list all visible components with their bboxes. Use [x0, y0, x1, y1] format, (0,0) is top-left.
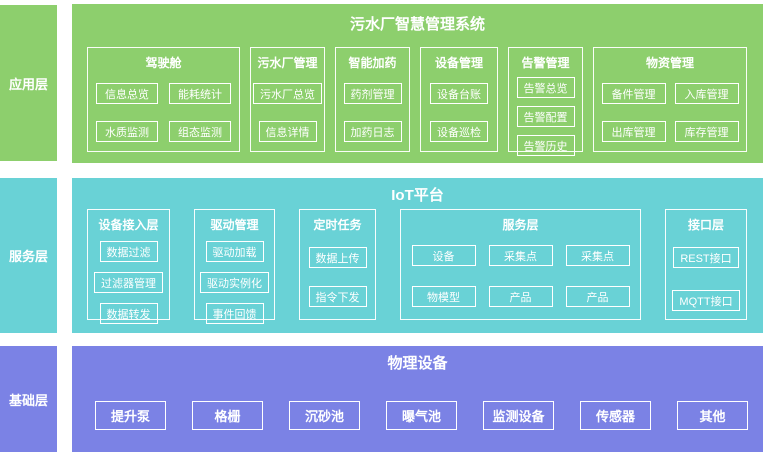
item-scada-monitor: 组态监测 [169, 121, 231, 142]
item-grit-chamber: 沉砂池 [289, 401, 360, 430]
item-data-forwarding: 数据转发 [99, 303, 158, 324]
group-items: 污水厂总览 信息详情 [253, 83, 322, 142]
item-data-upload: 数据上传 [308, 247, 367, 268]
group-plant-management: 污水厂管理 污水厂总览 信息详情 [250, 47, 325, 152]
group-title-driver-management: 驱动管理 [210, 218, 259, 232]
group-items: REST接口 MQTT接口 [672, 247, 740, 311]
service-groups-row: 设备接入层 数据过滤 过滤器管理 数据转发 驱动管理 驱动加载 驱动实例化 事件… [87, 209, 747, 324]
item-aeration-tank: 曝气池 [386, 401, 457, 430]
sidebar-label-application-layer: 应用层 [0, 5, 57, 161]
item-monitoring-equipment: 监测设备 [483, 401, 554, 430]
group-title-plant-management: 污水厂管理 [257, 56, 318, 70]
item-water-quality-monitor: 水质监测 [96, 121, 158, 142]
panel-title-smart-management-system: 污水厂智慧管理系统 [349, 16, 485, 33]
group-items: 信息总览 能耗统计 水质监测 组态监测 [96, 83, 231, 142]
group-title-device-management: 设备管理 [434, 56, 483, 70]
item-alarm-history: 告警历史 [516, 135, 575, 156]
item-driver-loading: 驱动加载 [205, 241, 264, 262]
panel-iot-platform: IoT平台 设备接入层 数据过滤 过滤器管理 数据转发 驱动管理 驱动加载 驱动… [72, 178, 763, 333]
group-smart-dosing: 智能加药 药剂管理 加药日志 [335, 47, 410, 152]
item-info-detail: 信息详情 [258, 121, 317, 142]
item-grille: 格栅 [192, 401, 263, 430]
item-device: 设备 [411, 245, 476, 266]
group-title-interface-layer: 接口层 [687, 218, 724, 232]
group-material-management: 物资管理 备件管理 入库管理 出库管理 库存管理 [593, 47, 747, 152]
item-event-feedback: 事件回馈 [205, 303, 264, 324]
item-outbound-management: 出库管理 [601, 121, 666, 142]
group-items: 设备 采集点 采集点 物模型 产品 产品 [411, 245, 630, 307]
group-driver-management: 驱动管理 驱动加载 驱动实例化 事件回馈 [194, 209, 275, 324]
item-thing-model: 物模型 [411, 286, 476, 307]
item-device-ledger: 设备台账 [430, 83, 488, 104]
group-title-service-sublayer: 服务层 [502, 218, 539, 232]
item-dosing-log: 加药日志 [343, 121, 402, 142]
panel-title-iot-platform: IoT平台 [391, 187, 444, 204]
item-lift-pump: 提升泵 [95, 401, 166, 430]
item-sensor: 传感器 [580, 401, 651, 430]
item-product: 产品 [565, 286, 630, 307]
group-items: 备件管理 入库管理 出库管理 库存管理 [601, 83, 739, 142]
item-collection-point: 采集点 [488, 245, 553, 266]
group-device-management: 设备管理 设备台账 设备巡检 [420, 47, 498, 152]
item-alarm-overview: 告警总览 [516, 77, 575, 98]
group-items: 驱动加载 驱动实例化 事件回馈 [200, 241, 269, 324]
group-title-smart-dosing: 智能加药 [348, 56, 397, 70]
item-inbound-management: 入库管理 [674, 83, 739, 104]
item-other: 其他 [677, 401, 748, 430]
group-title-device-access-layer: 设备接入层 [98, 218, 159, 232]
group-items: 数据过滤 过滤器管理 数据转发 [94, 241, 163, 324]
item-filter-management: 过滤器管理 [94, 272, 163, 293]
group-items: 告警总览 告警配置 告警历史 [516, 77, 575, 156]
group-title-cockpit: 驾驶舱 [145, 56, 182, 70]
physical-devices-row: 提升泵 格栅 沉砂池 曝气池 监测设备 传感器 其他 [95, 401, 748, 430]
group-title-scheduled-tasks: 定时任务 [313, 218, 362, 232]
panel-physical-devices: 物理设备 提升泵 格栅 沉砂池 曝气池 监测设备 传感器 其他 [72, 346, 763, 452]
item-driver-instantiation: 驱动实例化 [200, 272, 269, 293]
item-collection-point: 采集点 [565, 245, 630, 266]
group-scheduled-tasks: 定时任务 数据上传 指令下发 [299, 209, 376, 320]
item-inventory-management: 库存管理 [674, 121, 739, 142]
group-alarm-management: 告警管理 告警总览 告警配置 告警历史 [508, 47, 583, 156]
group-cockpit: 驾驶舱 信息总览 能耗统计 水质监测 组态监测 [87, 47, 240, 152]
item-spare-parts: 备件管理 [601, 83, 666, 104]
item-product: 产品 [488, 286, 553, 307]
item-rest-interface: REST接口 [673, 247, 739, 268]
item-chemical-management: 药剂管理 [343, 83, 402, 104]
item-energy-stats: 能耗统计 [169, 83, 231, 104]
group-items: 数据上传 指令下发 [308, 247, 367, 307]
group-device-access-layer: 设备接入层 数据过滤 过滤器管理 数据转发 [87, 209, 170, 324]
panel-application-layer: 污水厂智慧管理系统 驾驶舱 信息总览 能耗统计 水质监测 组态监测 污水厂管理 … [72, 4, 763, 163]
application-groups-row: 驾驶舱 信息总览 能耗统计 水质监测 组态监测 污水厂管理 污水厂总览 信息详情… [87, 47, 747, 156]
item-mqtt-interface: MQTT接口 [672, 290, 740, 311]
item-alarm-config: 告警配置 [516, 106, 575, 127]
item-data-filter: 数据过滤 [99, 241, 158, 262]
group-title-material-management: 物资管理 [645, 56, 694, 70]
item-command-dispatch: 指令下发 [308, 286, 367, 307]
item-info-overview: 信息总览 [96, 83, 158, 104]
item-device-inspection: 设备巡检 [430, 121, 488, 142]
sidebar-label-base-layer: 基础层 [0, 346, 57, 452]
group-title-alarm-management: 告警管理 [521, 56, 570, 70]
group-items: 设备台账 设备巡检 [430, 83, 488, 142]
group-interface-layer: 接口层 REST接口 MQTT接口 [665, 209, 747, 320]
group-service-sublayer: 服务层 设备 采集点 采集点 物模型 产品 产品 [400, 209, 641, 320]
item-plant-overview: 污水厂总览 [253, 83, 322, 104]
panel-title-physical-devices: 物理设备 [387, 355, 448, 372]
sidebar-label-service-layer: 服务层 [0, 178, 57, 333]
group-items: 药剂管理 加药日志 [343, 83, 402, 142]
